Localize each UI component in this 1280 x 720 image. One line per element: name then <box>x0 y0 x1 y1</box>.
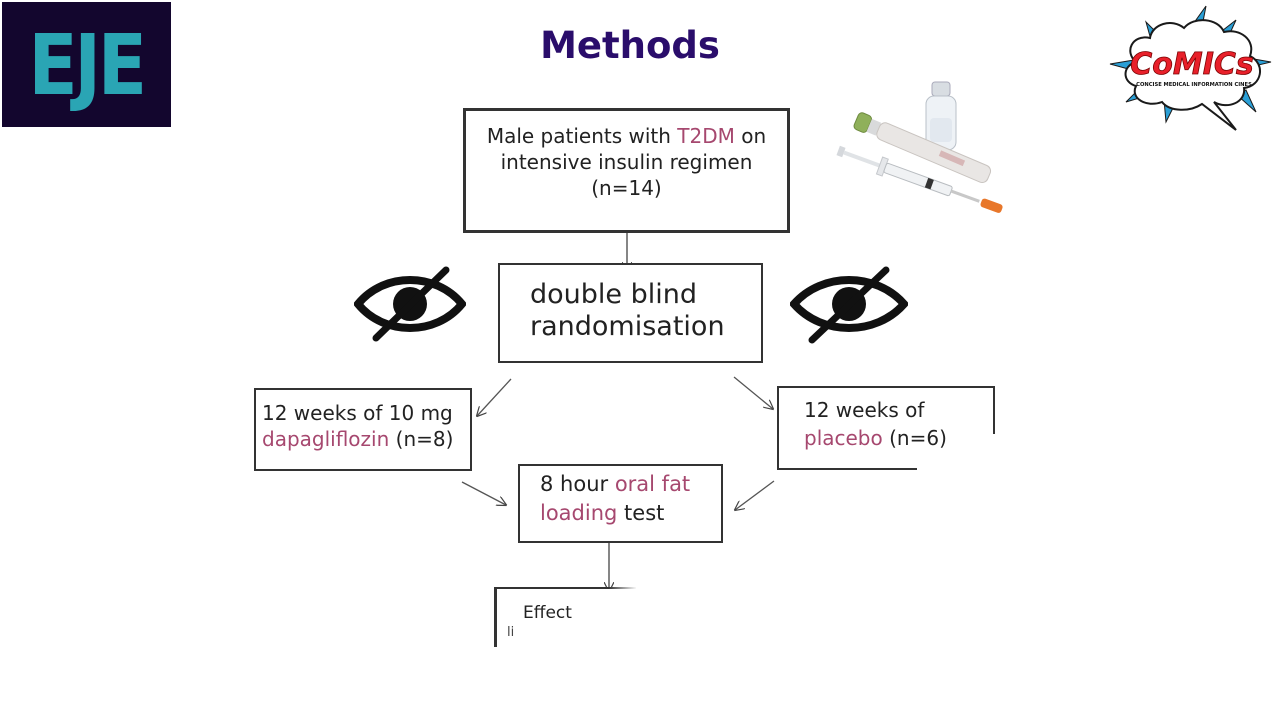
arrow-placebo-to-fat-test <box>735 480 775 510</box>
dapagliflozin-count: (n=8) <box>389 427 454 451</box>
dapagliflozin-line2: dapagliflozin (n=8) <box>262 426 470 452</box>
effect-line2: li <box>507 625 515 640</box>
fat-line2-text: test <box>617 501 665 525</box>
box-placebo-arm: 12 weeks of placebo (n=6) <box>777 386 995 474</box>
t2dm-highlight: T2DM <box>677 124 735 148</box>
randomisation-line1: double blind <box>530 279 697 310</box>
placebo-highlight: placebo <box>804 426 883 450</box>
arrow-randomisation-to-placebo <box>733 376 773 409</box>
oral-fat-highlight: oral fat <box>614 472 691 496</box>
dapagliflozin-highlight: dapagliflozin <box>262 427 390 451</box>
fat-line2: loading test <box>540 499 721 528</box>
box-effect-partial: Effect li <box>494 587 636 647</box>
box-randomisation: double blind randomisation <box>498 263 763 363</box>
comics-logo-text: CoMICs <box>1130 47 1254 82</box>
comics-cloud <box>1124 19 1261 131</box>
placebo-line2: placebo (n=6) <box>804 424 993 452</box>
loading-highlight: loading <box>540 501 618 525</box>
patients-line2: intensive insulin regimen <box>500 150 753 174</box>
eje-logo: EJE <box>2 2 171 127</box>
insulin-illustration <box>836 81 1003 213</box>
insulin-pen <box>853 112 992 184</box>
randomisation-line2: randomisation <box>530 311 725 342</box>
placebo-border-gap <box>991 434 995 474</box>
patients-line1: Male patients with T2DM on <box>466 123 787 149</box>
box-dapagliflozin-arm: 12 weeks of 10 mg dapagliflozin (n=8) <box>254 388 472 471</box>
syringe <box>836 145 1003 213</box>
comics-logo-subtitle: CONCISE MEDICAL INFORMATION CINES <box>1136 82 1252 88</box>
box-patients: Male patients with T2DM on intensive ins… <box>463 108 790 233</box>
slide-title: Methods <box>540 24 720 67</box>
box-fat-loading-test: 8 hour oral fat loading test <box>518 464 723 543</box>
eye-slash-icon-right <box>790 266 908 344</box>
dapagliflozin-line1: 12 weeks of 10 mg <box>262 401 453 425</box>
eje-logo-text: EJE <box>28 15 148 114</box>
arrow-dapagliflozin-to-fat-test <box>461 481 506 505</box>
placebo-border-bottom <box>777 468 917 470</box>
placebo-line1: 12 weeks of <box>804 398 925 422</box>
effect-line1: Effect <box>523 603 572 623</box>
fat-line1: 8 hour oral fat <box>540 470 721 499</box>
placebo-count: (n=6) <box>882 426 947 450</box>
fat-line1-text: 8 hour <box>540 472 615 496</box>
comics-logo: CoMICs CONCISE MEDICAL INFORMATION CINES <box>1109 5 1272 131</box>
eye-slash-icon-left <box>354 266 466 342</box>
patients-text-post: on <box>734 124 767 148</box>
patients-count: (n=14) <box>591 176 662 200</box>
patients-text: Male patients with <box>486 124 678 148</box>
arrow-randomisation-to-dapagliflozin <box>477 378 512 416</box>
